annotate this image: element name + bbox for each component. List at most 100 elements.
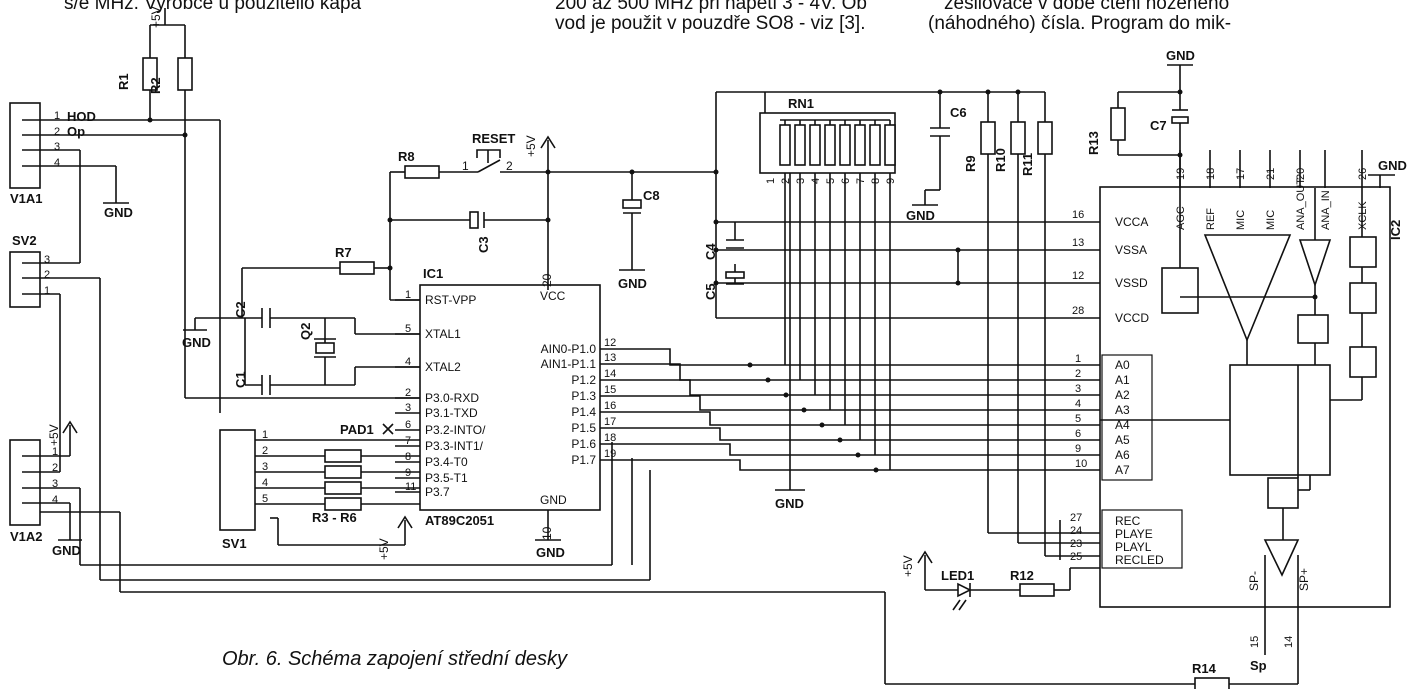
ic2-pin-name: A7 (1115, 463, 1130, 477)
c8-label: C8 (643, 188, 660, 203)
ic1-gnd-label: GND (540, 493, 567, 507)
sv2-label: SV2 (12, 233, 37, 248)
ic2-pin-number: 3 (1075, 383, 1081, 395)
rn1-pin-number: 5 (825, 178, 837, 184)
ic2-pin-number: 4 (1075, 398, 1081, 410)
reset-pin-2: 2 (506, 159, 513, 173)
ic2-pin-number: 18 (1205, 168, 1217, 180)
ic2-sp-minus-num: 15 (1249, 636, 1261, 648)
ic2-pin-name: AGC (1175, 206, 1187, 230)
rn1-pin-number: 2 (780, 178, 792, 184)
gnd-label-6: GND (775, 496, 804, 511)
plus5v-label-3: +5V (524, 135, 538, 157)
ic1-pin-name: P1.2 (571, 373, 596, 387)
ic2-pin-name: RECLED (1115, 553, 1164, 567)
ic2-pin-number: 1 (1075, 353, 1081, 365)
ic1-pin-name: P1.7 (571, 453, 596, 467)
rn1-pin-number: 7 (855, 178, 867, 184)
pad1-label: PAD1 (340, 422, 374, 437)
sp-label: Sp (1250, 658, 1267, 673)
ic1-pin-number: 7 (405, 435, 411, 447)
r2-label: R2 (148, 77, 163, 94)
sv1-pin-number: 2 (262, 445, 268, 457)
led1-label: LED1 (941, 568, 974, 583)
ic2-pin-number: 24 (1070, 525, 1082, 537)
v1a2-pin-2: 2 (52, 462, 58, 474)
ic1-pin-name: P3.2-INTO/ (425, 423, 486, 437)
ic1-pin-name: XTAL1 (425, 327, 461, 341)
v1a1-hod-label: HOD (67, 109, 96, 124)
ic2-pin-name: VSSD (1115, 276, 1148, 290)
ic2-pin-name: MIC (1235, 210, 1247, 230)
ic1-pin-name: P1.3 (571, 389, 596, 403)
ic2-pin-number: 26 (1357, 168, 1369, 180)
v1a1-op-label: Op (67, 124, 85, 139)
ic1-pin-name: P3.3-INT1/ (425, 439, 484, 453)
ic2-pin-name: ANA_OUT (1295, 178, 1307, 230)
ic1-label: IC1 (423, 266, 443, 281)
rn1-pin-number: 8 (870, 178, 882, 184)
ic2-sp-minus: SP- (1247, 571, 1261, 591)
ic1-pin-name: P3.4-T0 (425, 455, 468, 469)
ic1-pin-number: 3 (405, 402, 411, 414)
ic2-pin-number: 10 (1075, 458, 1087, 470)
c3-label: C3 (476, 236, 491, 253)
sv2-pin-2: 2 (44, 269, 50, 281)
ic2-pin-number: 27 (1070, 512, 1082, 524)
ic2-pin-number: 28 (1072, 305, 1084, 317)
c4-label: C4 (703, 243, 718, 260)
sv1-pin-number: 1 (262, 429, 268, 441)
ic1-pin-number: 14 (604, 368, 616, 380)
ic2-pin-number: 12 (1072, 270, 1084, 282)
sv2-pin-3: 3 (44, 254, 50, 266)
ic2-pin-name: A3 (1115, 403, 1130, 417)
rn1-pin-number: 4 (810, 178, 822, 184)
ic2-sp-plus-num: 14 (1283, 636, 1295, 648)
plus5v-label-1: +5V (149, 6, 163, 28)
plus5v-label-5: +5V (901, 555, 915, 577)
r12-label: R12 (1010, 568, 1034, 583)
v1a2-pin-4: 4 (52, 494, 58, 506)
ic2-pin-number: 21 (1265, 168, 1277, 180)
figure-caption: Obr. 6. Schéma zapojení střední desky (222, 648, 567, 670)
v1a1-pin-3: 3 (54, 141, 60, 153)
ic1-pin-name: AIN0-P1.0 (541, 342, 597, 356)
v1a2-pin-3: 3 (52, 478, 58, 490)
connector-sv1: SV1 (219, 429, 256, 551)
sv2-pin-1: 1 (44, 285, 50, 297)
gnd-label-9: GND (1378, 158, 1407, 173)
ic2-pin-name: REC (1115, 514, 1141, 528)
gnd-label-4: GND (618, 276, 647, 291)
ic2-pin-name: PLAYL (1115, 540, 1152, 554)
r1-label: R1 (116, 73, 131, 90)
c1-label: C1 (233, 371, 248, 388)
ic2-pin-number: 23 (1070, 538, 1082, 550)
ic2-pin-number: 2 (1075, 368, 1081, 380)
ic1-pin-number: 16 (604, 400, 616, 412)
ic2-pin-name: XCLK (1357, 201, 1369, 230)
ic2-pin-name: PLAYE (1115, 527, 1153, 541)
body-text-left: s/e MHz. Vyrobce u pouzitelio kapa (64, 0, 362, 14)
ic2-pin-number: 25 (1070, 551, 1082, 563)
ic1-pin-number: 2 (405, 387, 411, 399)
body-text-mid-1: 200 az 500 MHz pri napeti 3 - 4V. Ob (555, 0, 867, 14)
r8-label: R8 (398, 149, 415, 164)
v1a2-pin-1: 1 (52, 446, 58, 458)
ic1-pin-number: 1 (405, 289, 411, 301)
ic2-pin-name: A5 (1115, 433, 1130, 447)
rn1-pin-number: 9 (885, 178, 897, 184)
ic1-pin-number: 18 (604, 432, 616, 444)
ic1-pin-name: P3.0-RXD (425, 391, 479, 405)
v1a1-label: V1A1 (10, 191, 43, 206)
gnd-label-7: GND (906, 208, 935, 223)
ic2-pin-name: VSSA (1115, 243, 1147, 257)
sv1-pin-number: 5 (262, 493, 268, 505)
ic2-pin-number: 17 (1235, 168, 1247, 180)
q2-label: Q2 (298, 323, 313, 340)
ic2-pin-name: A0 (1115, 358, 1130, 372)
